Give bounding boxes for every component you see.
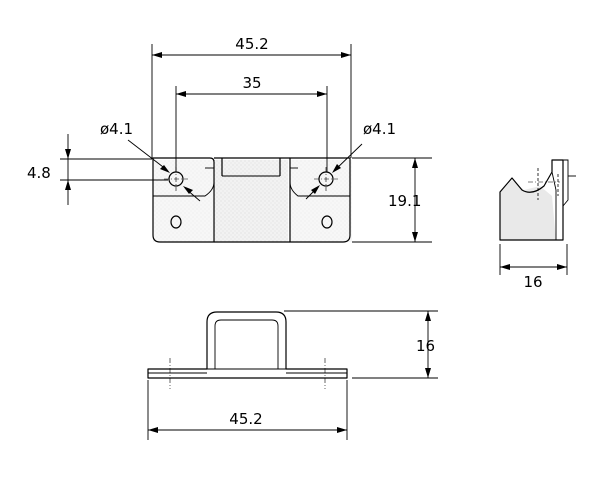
- dim-height-front: 19.1: [352, 157, 432, 243]
- label-height-front: 19.1: [388, 192, 421, 210]
- dim-hole-right: ø4.1: [305, 120, 396, 200]
- dim-side-width: 16: [499, 244, 568, 291]
- side-view: [499, 159, 576, 241]
- right-bottom-hole: [321, 215, 333, 229]
- dim-hole-spacing: 35: [175, 74, 328, 172]
- label-bottom-height: 16: [416, 337, 435, 355]
- front-view: [152, 157, 352, 243]
- label-overall-width-top: 45.2: [235, 35, 268, 53]
- dim-hole-left: ø4.1: [100, 120, 201, 202]
- dim-overall-width-bottom: 45.2: [147, 380, 348, 440]
- bottom-outline: [147, 311, 348, 379]
- dim-hole-offset: 4.8: [27, 134, 168, 205]
- bottom-view: [147, 311, 348, 389]
- dim-bottom-height: 16: [284, 310, 438, 379]
- label-hole-right: ø4.1: [363, 120, 396, 138]
- label-hole-left: ø4.1: [100, 120, 133, 138]
- dim-overall-width-top: 45.2: [151, 35, 352, 158]
- label-side-width: 16: [523, 273, 542, 291]
- left-bottom-hole: [170, 215, 182, 229]
- label-overall-width-bottom: 45.2: [229, 410, 262, 428]
- label-hole-offset: 4.8: [27, 164, 51, 182]
- label-hole-spacing: 35: [242, 74, 261, 92]
- side-outline: [499, 159, 564, 241]
